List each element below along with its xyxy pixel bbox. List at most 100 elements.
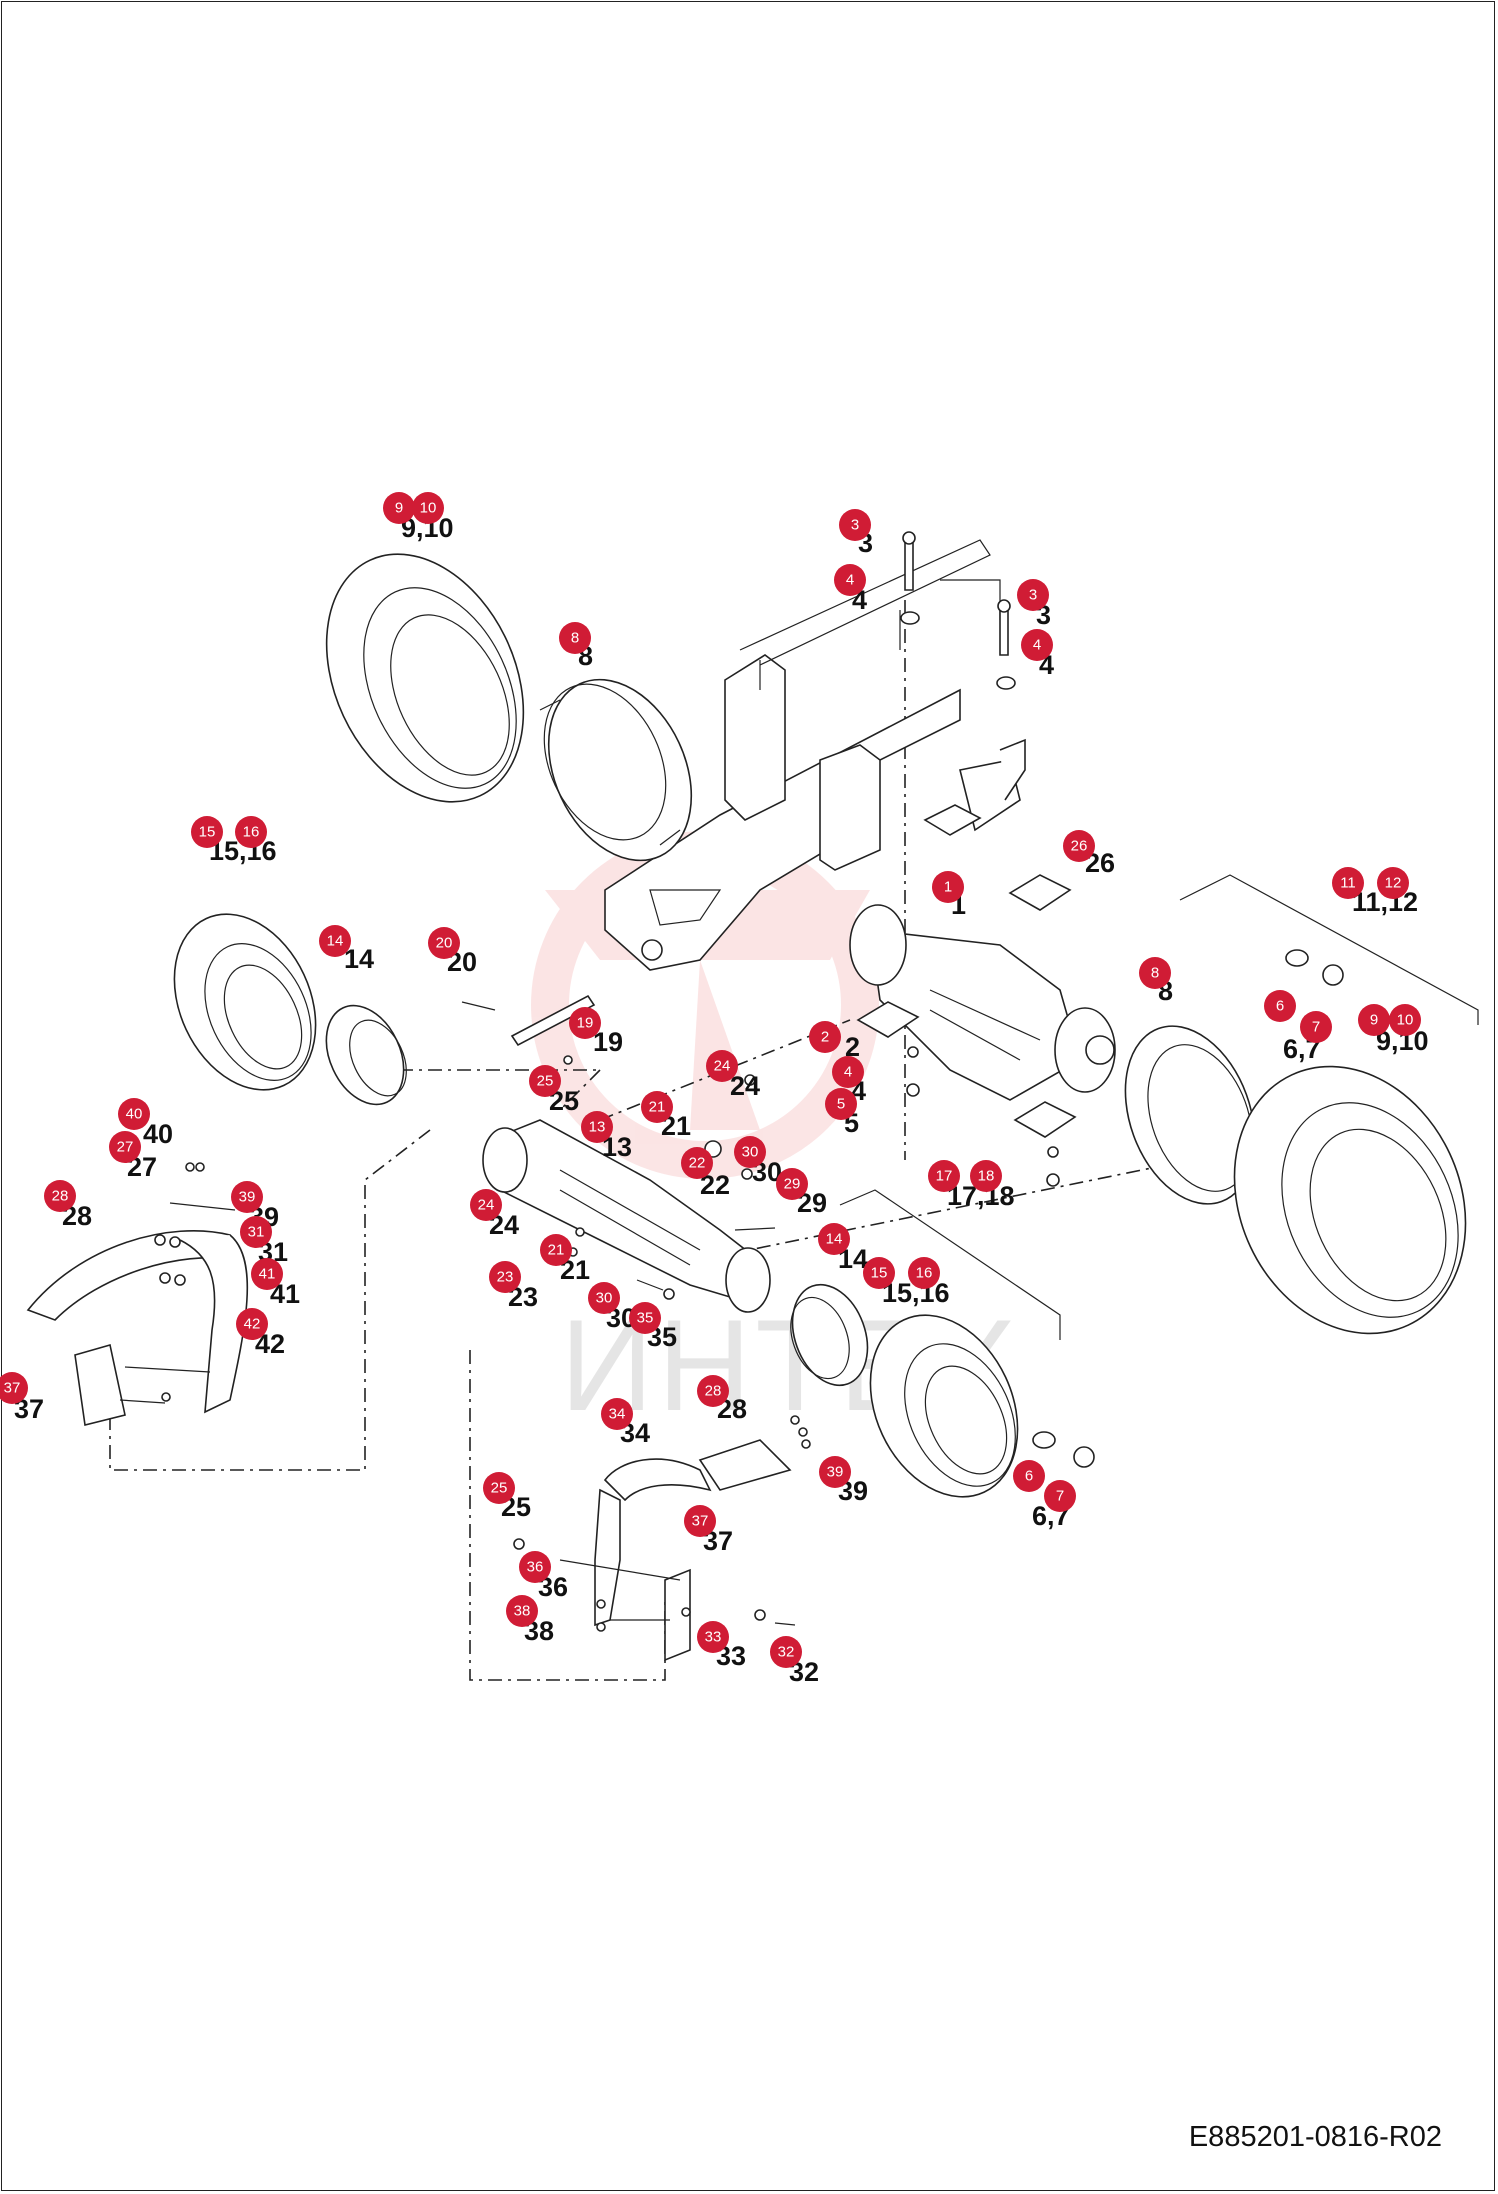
callout-badge[interactable]: 6 — [1013, 1460, 1045, 1492]
callout-badge[interactable]: 28 — [44, 1180, 76, 1212]
callout-badge[interactable]: 4 — [834, 564, 866, 596]
document-id: E885201-0816-R02 — [1188, 2121, 1442, 2153]
callout-badge[interactable]: 8 — [559, 622, 591, 654]
callout-circle — [1300, 1011, 1332, 1043]
callout-badge[interactable]: 4 — [1021, 629, 1053, 661]
callout-badge[interactable]: 24 — [470, 1189, 502, 1221]
callout-badge[interactable]: 22 — [681, 1147, 713, 1179]
callout-circle — [240, 1216, 272, 1248]
callout-badge[interactable]: 13 — [581, 1111, 613, 1143]
callout-number: 39 — [827, 1464, 844, 1481]
callout-number: 15 — [199, 824, 216, 841]
callout-circle — [319, 925, 351, 957]
callout-circle — [832, 1056, 864, 1088]
callout-badge[interactable]: 16 — [235, 816, 267, 848]
bolts-top — [900, 531, 1016, 690]
callout-circle — [1021, 629, 1053, 661]
callout-number: 25 — [537, 1073, 554, 1090]
left-fender — [26, 1162, 249, 1426]
callout-badge[interactable]: 14 — [319, 925, 351, 957]
callout-number: 28 — [705, 1383, 722, 1400]
callout-badge[interactable]: 10 — [412, 492, 444, 524]
callout-number: 37 — [4, 1380, 21, 1397]
callout-number: 31 — [248, 1224, 265, 1241]
callout-number: 11 — [1340, 875, 1356, 892]
callout-badge[interactable]: 15 — [191, 816, 223, 848]
callout-badge[interactable]: 5 — [825, 1088, 857, 1120]
callout-badge[interactable]: 4 — [832, 1056, 864, 1088]
callout-badge[interactable]: 12 — [1377, 867, 1409, 899]
front-axle — [482, 1074, 776, 1313]
callout-badge[interactable]: 29 — [776, 1168, 808, 1200]
callout-badge[interactable]: 21 — [641, 1091, 673, 1123]
callout-badge[interactable]: 39 — [819, 1456, 851, 1488]
callout-badge[interactable]: 2 — [809, 1021, 841, 1053]
pin-bolt — [461, 994, 596, 1065]
callout-badge[interactable]: 17 — [928, 1160, 960, 1192]
callout-circle — [1264, 990, 1296, 1022]
callout-number: 9 — [1370, 1012, 1378, 1029]
callout-badge[interactable]: 42 — [236, 1308, 268, 1340]
callout-badge[interactable]: 15 — [863, 1257, 895, 1289]
callout-circle — [970, 1160, 1002, 1192]
callout-number: 4 — [1033, 637, 1041, 654]
callout-badge[interactable]: 8 — [1139, 957, 1171, 989]
callout-badge[interactable]: 25 — [483, 1472, 515, 1504]
callout-badge[interactable]: 34 — [601, 1398, 633, 1430]
callout-number: 40 — [126, 1106, 143, 1123]
callout-badge[interactable]: 37 — [684, 1505, 716, 1537]
callout-circle — [932, 871, 964, 903]
callout-badge[interactable]: 32 — [770, 1636, 802, 1668]
callout-badge[interactable]: 28 — [697, 1375, 729, 1407]
callout-badge[interactable]: 21 — [540, 1234, 572, 1266]
callout-badge[interactable]: 6 — [1264, 990, 1296, 1022]
callout-badge[interactable]: 19 — [569, 1007, 601, 1039]
callout-badge[interactable]: 35 — [629, 1302, 661, 1334]
callout-circle — [839, 509, 871, 541]
callout-number: 21 — [649, 1099, 666, 1116]
callout-badge[interactable]: 41 — [251, 1258, 283, 1290]
callout-number: 15 — [871, 1265, 888, 1282]
callout-badge[interactable]: 9 — [383, 492, 415, 524]
callout-number: 24 — [478, 1197, 495, 1214]
callout-circle — [1044, 1480, 1076, 1512]
callout-circle — [706, 1050, 738, 1082]
callout-circle — [383, 492, 415, 524]
callout-badge[interactable]: 11 — [1332, 867, 1364, 899]
callout-badge[interactable]: 30 — [734, 1136, 766, 1168]
callout-badge[interactable]: 16 — [908, 1257, 940, 1289]
callout-number: 2 — [821, 1029, 829, 1046]
callout-badge[interactable]: 25 — [529, 1065, 561, 1097]
callout-badge[interactable]: 40 — [118, 1098, 150, 1130]
callout-badge[interactable]: 3 — [839, 509, 871, 541]
callout-circle — [908, 1257, 940, 1289]
callout-badge[interactable]: 33 — [697, 1621, 729, 1653]
callout-badge[interactable]: 7 — [1300, 1011, 1332, 1043]
callout-badge[interactable]: 20 — [428, 927, 460, 959]
callout-badge[interactable]: 30 — [588, 1282, 620, 1314]
part-label: 2 — [845, 1032, 860, 1062]
callout-badge[interactable]: 23 — [489, 1261, 521, 1293]
callout-badge[interactable]: 14 — [818, 1223, 850, 1255]
callout-badge[interactable]: 36 — [519, 1551, 551, 1583]
callout-badge[interactable]: 37 — [0, 1372, 28, 1404]
callout-badge[interactable]: 18 — [970, 1160, 1002, 1192]
callout-badge[interactable]: 31 — [240, 1216, 272, 1248]
callout-badge[interactable]: 24 — [706, 1050, 738, 1082]
callout-badge[interactable]: 3 — [1017, 579, 1049, 611]
callout-number: 33 — [705, 1629, 722, 1646]
callout-badge[interactable]: 39 — [231, 1181, 263, 1213]
callout-badge[interactable]: 38 — [506, 1595, 538, 1627]
callout-badge[interactable]: 9 — [1358, 1004, 1390, 1036]
callout-badge[interactable]: 1 — [932, 871, 964, 903]
callout-badge[interactable]: 10 — [1389, 1004, 1421, 1036]
callout-badge[interactable]: 27 — [109, 1131, 141, 1163]
callout-circle — [191, 816, 223, 848]
callout-circle — [559, 622, 591, 654]
callout-circle — [928, 1160, 960, 1192]
callout-circle — [641, 1091, 673, 1123]
callout-badge[interactable]: 26 — [1063, 830, 1095, 862]
callout-circle — [251, 1258, 283, 1290]
callout-badge[interactable]: 7 — [1044, 1480, 1076, 1512]
